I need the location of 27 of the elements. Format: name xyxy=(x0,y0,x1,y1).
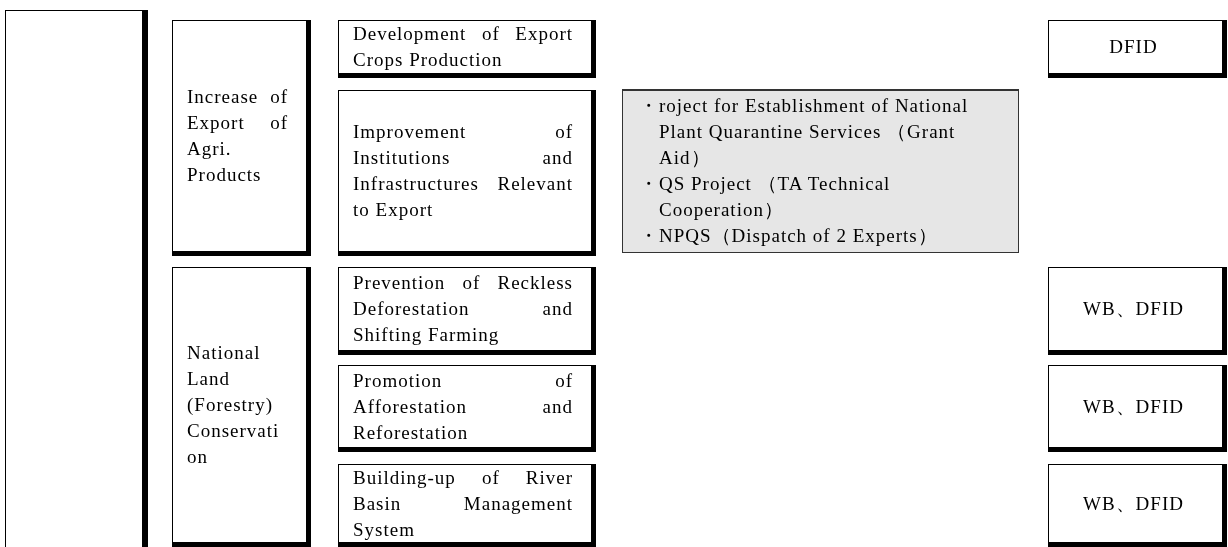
donor-name: WB、DFID xyxy=(1082,394,1185,419)
box-text: National Land (Forestry) Conservation xyxy=(187,341,281,469)
donor-box xyxy=(1048,20,1227,78)
item-box xyxy=(338,464,596,547)
list-item: ・roject for Establishment of National Plant Quarantine Services （Grant Aid） xyxy=(639,94,970,170)
list-item: ・QS Project （TA Technical Cooperation） xyxy=(639,172,892,222)
item-box xyxy=(338,90,596,256)
item-box xyxy=(338,20,596,78)
donor-box xyxy=(1048,365,1227,452)
donor-name: WB、DFID xyxy=(1082,297,1185,321)
box-text: Development of Export Crops Production xyxy=(353,22,573,72)
box-text: Building-up of River Basin Management System xyxy=(353,465,573,542)
item-box xyxy=(338,267,596,355)
item-box xyxy=(338,365,596,452)
donor-box xyxy=(1048,267,1227,355)
box-text: Improvement of Institutions and Infrastructures Relevant to Export xyxy=(353,120,573,222)
category-box xyxy=(172,20,311,256)
empty-box xyxy=(5,10,148,547)
box-text: Increase of Export of Agri. Products xyxy=(187,85,288,187)
list-item: ・NPQS（Dispatch of 2 Experts） xyxy=(639,224,939,248)
donor-name: DFID xyxy=(1108,35,1159,59)
donor-box xyxy=(1048,464,1227,547)
donor-name: WB、DFID xyxy=(1082,491,1185,516)
box-text: Prevention of Reckless Deforestation and Shifting Farming xyxy=(353,271,573,347)
box-text: Promotion of Afforestation and Reforestation xyxy=(353,368,573,445)
category-box xyxy=(172,267,311,547)
project-list-panel xyxy=(622,89,1019,253)
